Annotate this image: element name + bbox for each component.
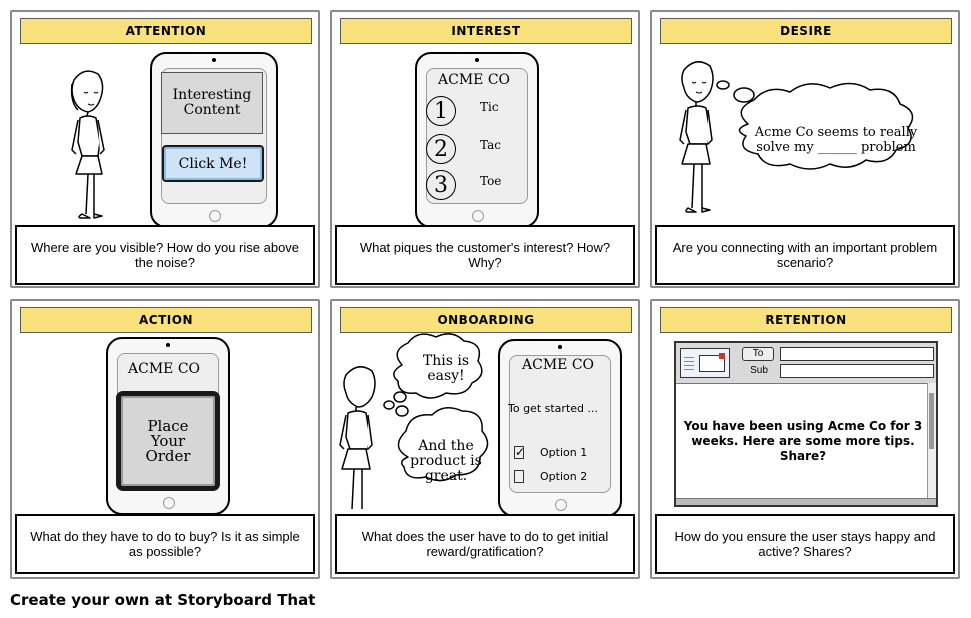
option-label: Option 1 — [540, 446, 588, 459]
list-item-label: Tic — [480, 100, 499, 114]
panel-onboarding: ONBOARDING This is easy! And the product… — [330, 299, 640, 579]
home-button-icon — [209, 210, 221, 222]
thought-bubble-text: Acme Co seems to really solve my ______ … — [754, 125, 918, 155]
panel-title: RETENTION — [660, 307, 952, 333]
home-button-icon — [472, 210, 484, 222]
panel-title: ONBOARDING — [340, 307, 632, 333]
checkbox-checked-icon[interactable]: ✓ — [514, 445, 526, 459]
home-button-icon — [555, 499, 567, 511]
woman-with-thought-bubble — [679, 61, 914, 213]
phone-camera-dot — [558, 345, 562, 349]
number-three-icon: 3 — [426, 170, 456, 200]
panel-attention: ATTENTION Interesting Content Click Me! … — [10, 10, 320, 288]
panel-retention: RETENTION To Sub You have been using Acm… — [650, 299, 960, 579]
woman-figure — [70, 70, 105, 219]
thought-bubble-text: This is easy! — [422, 353, 470, 384]
panel-caption: What piques the customer's interest? How… — [335, 225, 635, 285]
footer-credit[interactable]: Create your own at Storyboard That — [10, 591, 316, 609]
phone-screen — [509, 355, 611, 493]
email-header: To Sub — [676, 343, 936, 384]
panel-caption: What does the user have to do to get ini… — [335, 514, 635, 574]
home-button-icon — [163, 497, 175, 509]
list-item-label: Toe — [480, 174, 502, 188]
panel-action: ACTION ACME CO Place Your Order What do … — [10, 299, 320, 579]
envelope-icon — [680, 348, 730, 378]
woman-with-thought-bubbles — [339, 333, 489, 510]
brand-name: ACME CO — [438, 72, 511, 88]
number-two-icon: 2 — [426, 134, 456, 164]
number-one-icon: 1 — [426, 96, 456, 126]
panel-interest: INTEREST ACME CO 1 Tic 2 Tac 3 Toe What … — [330, 10, 640, 288]
email-footer-bar — [676, 498, 936, 505]
to-label: To — [742, 347, 774, 361]
panel-caption: Are you connecting with an important pro… — [655, 225, 955, 285]
phone — [498, 339, 622, 517]
subject-field[interactable] — [780, 364, 934, 378]
email-body: You have been using Acme Co for 3 weeks.… — [683, 419, 923, 463]
option-label: Option 2 — [540, 470, 588, 483]
phone-camera-dot — [166, 343, 170, 347]
list-item-label: Tac — [480, 138, 501, 152]
panel-title: INTEREST — [340, 18, 632, 44]
to-field[interactable] — [780, 347, 934, 361]
email-window: To Sub You have been using Acme Co for 3… — [674, 341, 938, 507]
phone-camera-dot — [212, 58, 216, 62]
brand-name: ACME CO — [128, 361, 201, 377]
panel-caption: How do you ensure the user stays happy a… — [655, 514, 955, 574]
scrollbar[interactable] — [927, 383, 936, 499]
panel-caption: What do they have to do to buy? Is it as… — [15, 514, 315, 574]
place-order-button[interactable]: Place Your Order — [116, 391, 220, 491]
panel-desire: DESIRE Acme Co seems to really solve my … — [650, 10, 960, 288]
click-me-button[interactable]: Click Me! — [162, 145, 264, 182]
intro-text: To get started ... — [508, 402, 598, 415]
brand-name: ACME CO — [522, 357, 595, 373]
phone-camera-dot — [475, 58, 479, 62]
panel-caption: Where are you visible? How do you rise a… — [15, 225, 315, 285]
panel-title: ATTENTION — [20, 18, 312, 44]
checkbox-unchecked-icon[interactable] — [514, 470, 524, 483]
panel-title: ACTION — [20, 307, 312, 333]
scrollbar-thumb[interactable] — [929, 393, 934, 449]
panel-title: DESIRE — [660, 18, 952, 44]
sub-label: Sub — [750, 365, 768, 376]
thought-bubble-text: And the product is great. — [410, 438, 482, 484]
content-box: Interesting Content — [161, 72, 263, 134]
